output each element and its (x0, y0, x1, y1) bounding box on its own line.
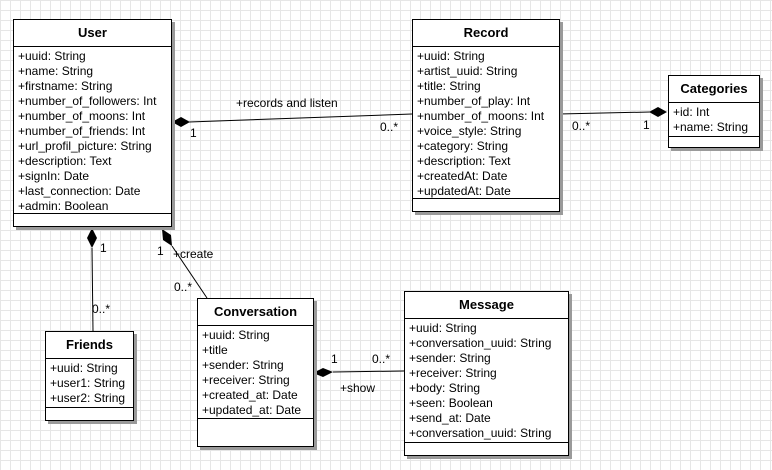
attribute: +signIn: Date (18, 169, 90, 183)
multiplicity-user-friends-source: 1 (100, 241, 107, 255)
multiplicity-conversation-message-source: 1 (331, 352, 338, 366)
attribute: +receiver: String (202, 373, 290, 387)
attribute: +sender: String (409, 351, 491, 365)
attribute: +receiver: String (409, 366, 497, 380)
attribute: +uuid: String (18, 49, 86, 63)
attribute: +uuid: String (50, 361, 118, 375)
class-conversation[interactable]: Conversation +uuid: String +title +sende… (197, 298, 314, 447)
attribute: +send_at: Date (409, 411, 491, 425)
class-categories[interactable]: Categories +id: Int +name: String (668, 75, 760, 148)
attribute: +user1: String (50, 376, 126, 390)
attribute: +number_of_moons: Int (417, 109, 545, 123)
class-message-attributes: +uuid: String +conversation_uuid: String… (405, 319, 568, 443)
attribute: +uuid: String (202, 328, 270, 342)
attribute: +number_of_friends: Int (18, 124, 146, 138)
attribute: +body: String (409, 381, 481, 395)
multiplicity-conversation-message-target: 0..* (372, 352, 391, 366)
composition-diamond-user-conversation (162, 229, 172, 246)
attribute: +url_profil_picture: String (18, 139, 152, 153)
class-user-operations (14, 213, 171, 226)
edge-record-categories (558, 111, 651, 115)
class-user[interactable]: User +uuid: String +name: String +firstn… (13, 19, 172, 227)
attribute: +title (202, 343, 228, 357)
multiplicity-user-record-source: 1 (190, 126, 197, 140)
attribute: +firstname: String (18, 79, 113, 93)
class-message-operations (405, 442, 568, 455)
class-categories-name: Categories (669, 76, 759, 103)
attribute: +created_at: Date (202, 388, 298, 402)
attribute: +voice_style: String (417, 124, 522, 138)
attribute: +artist_uuid: String (417, 64, 518, 78)
class-categories-operations (669, 136, 759, 147)
attribute: +name: String (18, 64, 94, 78)
multiplicity-user-friends-target: 0..* (92, 302, 111, 316)
class-user-attributes: +uuid: String +name: String +firstname: … (14, 47, 171, 216)
edge-user-record (188, 113, 413, 123)
attribute: +number_of_play: Int (417, 94, 531, 108)
attribute: +seen: Boolean (409, 396, 493, 410)
multiplicity-user-conversation-target: 0..* (174, 280, 193, 294)
class-message[interactable]: Message +uuid: String +conversation_uuid… (404, 291, 569, 456)
attribute: +updated_at: Date (202, 403, 302, 417)
class-record[interactable]: Record +uuid: String +artist_uuid: Strin… (412, 19, 560, 212)
class-friends-operations (46, 407, 133, 420)
attribute: +title: String (417, 79, 481, 93)
attribute: +updatedAt: Date (417, 184, 511, 198)
class-friends-name: Friends (46, 332, 133, 359)
attribute: +description: Text (417, 154, 511, 168)
attribute: +conversation_uuid: String (409, 336, 552, 350)
composition-diamond-record-categories (649, 107, 667, 117)
edge-user-friends (91, 247, 94, 332)
class-friends-attributes: +uuid: String +user1: String +user2: Str… (46, 359, 133, 408)
attribute: +user2: String (50, 391, 126, 405)
relation-label-show: +show (340, 381, 376, 395)
attribute: +createdAt: Date (417, 169, 508, 183)
attribute: +description: Text (18, 154, 112, 168)
class-record-attributes: +uuid: String +artist_uuid: String +titl… (413, 47, 559, 201)
class-categories-attributes: +id: Int +name: String (669, 103, 759, 137)
attribute: +uuid: String (417, 49, 485, 63)
relation-label-records-and-listen: +records and listen (236, 96, 338, 110)
class-friends[interactable]: Friends +uuid: String +user1: String +us… (45, 331, 134, 421)
class-conversation-name: Conversation (198, 299, 313, 326)
attribute: +name: String (673, 120, 749, 134)
multiplicity-user-conversation-source: 1 (157, 244, 164, 258)
multiplicity-record-categories-target: 1 (643, 118, 650, 132)
composition-diamond-conversation-message (313, 368, 333, 377)
attribute: +number_of_moons: Int (18, 109, 146, 123)
class-conversation-attributes: +uuid: String +title +sender: String +re… (198, 326, 313, 420)
class-record-operations (413, 198, 559, 211)
attribute: +conversation_uuid: String (409, 426, 552, 440)
multiplicity-user-record-target: 0..* (380, 120, 399, 134)
relation-label-create: +create (173, 247, 214, 261)
composition-diamond-user-friends (87, 228, 97, 248)
attribute: +sender: String (202, 358, 284, 372)
attribute: +uuid: String (409, 321, 477, 335)
attribute: +admin: Boolean (18, 199, 109, 213)
composition-diamond-user-record (172, 117, 190, 127)
attribute: +number_of_followers: Int (18, 94, 157, 108)
edge-conversation-message (332, 370, 405, 373)
class-record-name: Record (413, 20, 559, 47)
class-user-name: User (14, 20, 171, 47)
multiplicity-record-categories-source: 0..* (572, 119, 591, 133)
attribute: +last_connection: Date (18, 184, 141, 198)
attribute: +id: Int (673, 105, 710, 119)
class-conversation-operations (198, 418, 313, 446)
class-message-name: Message (405, 292, 568, 319)
edge-user-conversation (171, 245, 208, 299)
attribute: +category: String (417, 139, 509, 153)
